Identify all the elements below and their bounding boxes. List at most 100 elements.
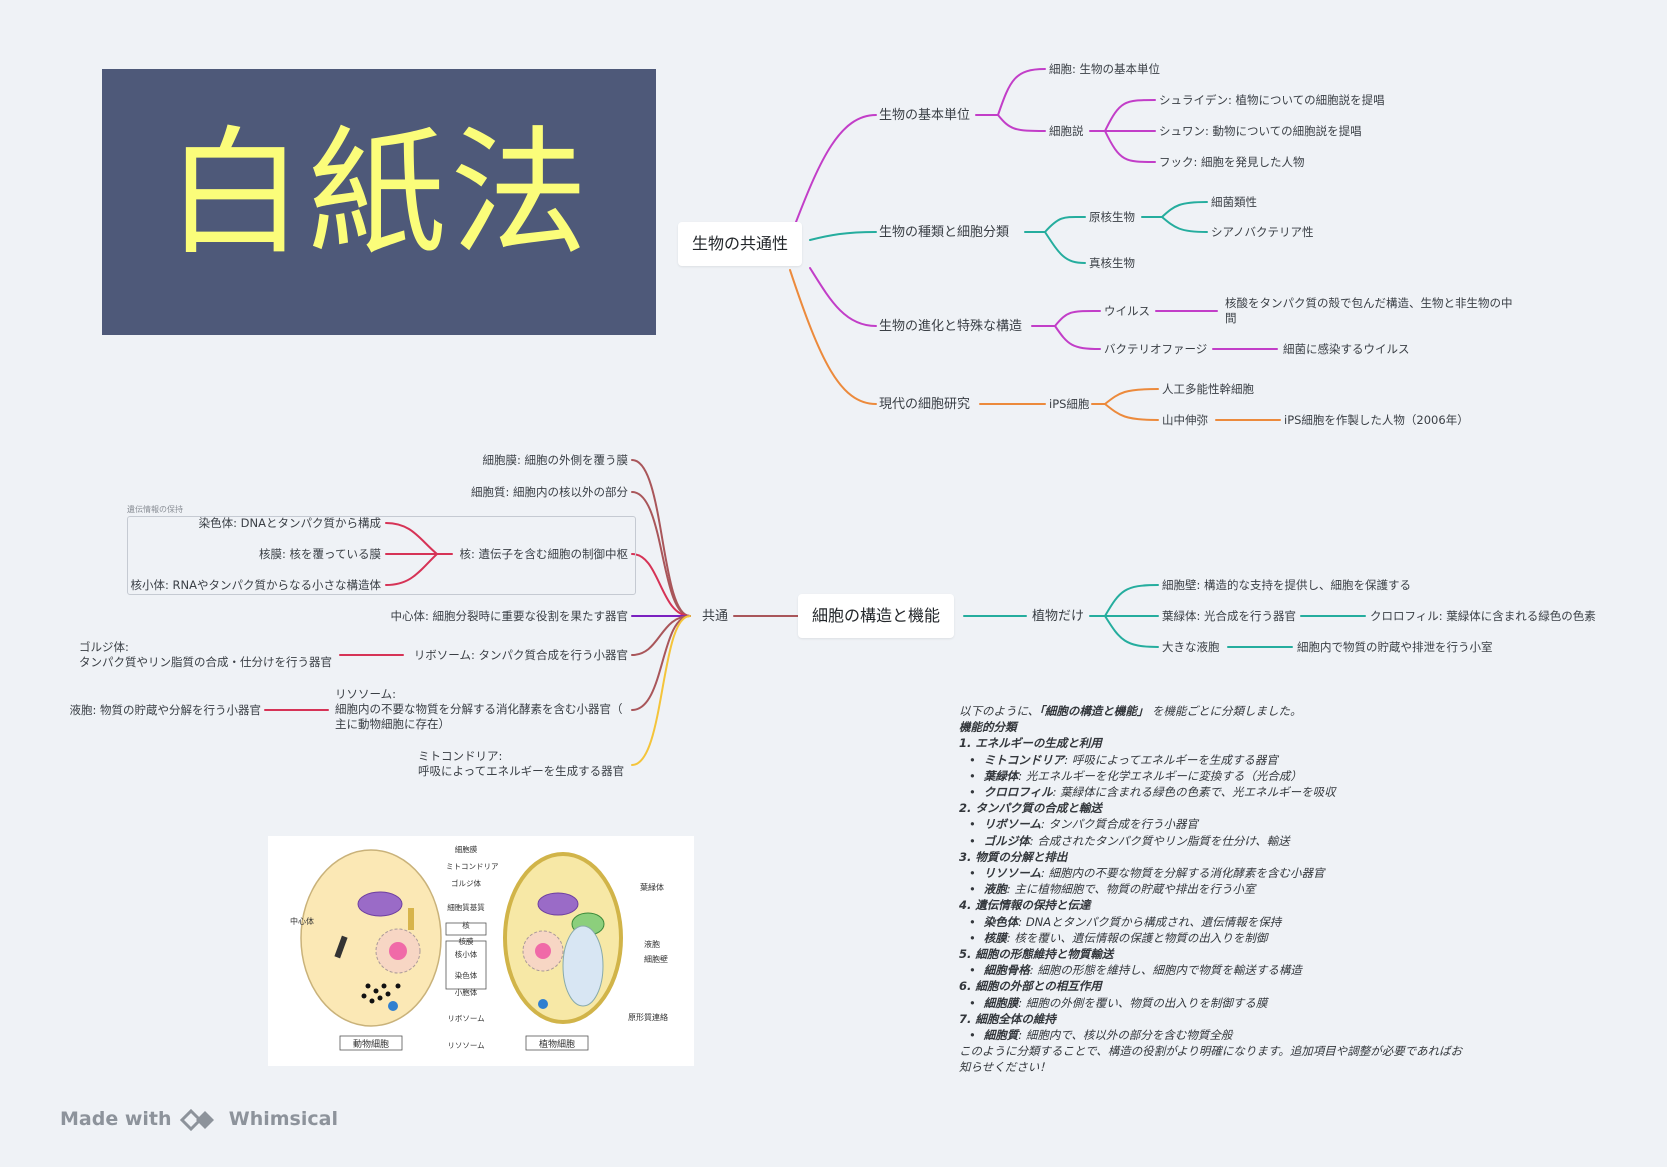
notes-term: 細胞膜 [983,995,1019,1010]
notes-desc: : 核を覆い、遺伝情報の保護と物質の出入りを制御 [1006,930,1268,945]
map2-node-cell-wall[interactable]: 細胞壁: 構造的な支持を提供し、細胞を保護する [1162,578,1412,592]
notes-list-item: 細胞膜: 細胞の外側を覆い、物質の出入りを制御する膜 [959,995,1479,1011]
notes-section-title: 7. 細胞全体の維持 [959,1011,1056,1026]
group-label-genetic-info: 遺伝情報の保持 [127,505,183,514]
map1-node-evolution[interactable]: 生物の進化と特殊な構造 [879,319,1023,334]
map2-node-nuclear-membrane[interactable]: 核膜: 核を覆っている膜 [259,547,381,561]
notes-list-item: 細胞骨格: 細胞の形態を維持し、細胞内で物質を輸送する構造 [959,962,1479,978]
notes-list-item: 核膜: 核を覆い、遺伝情報の保護と物質の出入りを制御 [959,930,1479,946]
map2-node-large-vacuole[interactable]: 大きな液胞 [1162,640,1220,654]
notes-list-item: リボソーム: タンパク質合成を行う小器官 [959,816,1479,832]
caption-animal-cell: 動物細胞 [352,1040,389,1050]
map2-node-cytoplasm[interactable]: 細胞質: 細胞内の核以外の部分 [470,485,628,499]
plant-cell-shape [503,852,623,1024]
animal-cell-shape [300,849,442,1027]
map1-node-cell[interactable]: 細胞: 生物の基本単位 [1049,62,1161,76]
notes-term: 細胞骨格 [983,963,1030,978]
notes-list-item: 細胞質: 細胞内で、核以外の部分を含む物質全般 [959,1027,1479,1043]
label-box-nucleus-group [445,940,487,990]
notes-desc: : 光エネルギーを化学エネルギーに変換する（光合成） [1018,768,1302,783]
map2-node-chromosome[interactable]: 染色体: DNAとタンパク質から構成 [198,516,381,530]
map2-root-node[interactable]: 細胞の構造と機能 [798,594,955,638]
cell-label-center: 核小体 [454,950,478,959]
notes-list-item: 染色体: DNAとタンパク質から構成され、遺伝情報を保持 [959,914,1479,930]
animal-nucleolus-shape [389,942,407,960]
map2-node-large-vacuole-desc[interactable]: 細胞内で物質の貯蔵や排泄を行う小室 [1297,640,1493,654]
plant-mitochondria-shape [537,892,579,916]
map2-node-nucleolus[interactable]: 核小体: RNAやタンパク質からなる小さな構造体 [130,578,382,592]
map2-node-chloroplast[interactable]: 葉緑体: 光合成を行う器官 [1162,609,1297,623]
notes-section-title: 3. 物質の分解と排出 [959,849,1068,864]
cell-label-vacuole: 液胞 [644,940,660,949]
map1-node-cyanobacteria[interactable]: シアノバクテリア性 [1211,225,1314,239]
animal-er-dots [361,983,401,1004]
map1-node-yamanaka[interactable]: 山中伸弥 [1162,413,1208,427]
map1-node-phage[interactable]: バクテリオファージ [1104,342,1208,356]
plant-nucleolus-shape [535,943,551,959]
map1-node-schwann[interactable]: シュワン: 動物についての細胞説を提唱 [1159,124,1362,138]
map2-node-golgi[interactable]: ゴルジ体: タンパク質やリン脂質の合成・仕分けを行う器官 [79,640,332,669]
notes-term: 細胞質 [983,1028,1019,1043]
caption-box-plant [525,1035,589,1051]
notes-list-item: ミトコンドリア: 呼吸によってエネルギーを生成する器官 [959,752,1479,768]
notes-section-title: 1. エネルギーの生成と利用 [959,736,1102,751]
notes-section-title: 2. タンパク質の合成と輸送 [959,801,1102,816]
map1-node-ips[interactable]: iPS細胞 [1049,397,1090,411]
footer-brand-text: Whimsical [228,1108,338,1130]
map1-node-phage-desc[interactable]: 細菌に感染するウイルス [1283,342,1410,356]
notes-list-item: 葉緑体: 光エネルギーを化学エネルギーに変換する（光合成） [959,768,1479,784]
cell-label-center: 細胞膜 [454,845,478,854]
map2-node-lysosome[interactable]: リソソーム: 細胞内の不要な物質を分解する消化酵素を含む小器官（ 主に動物細胞に… [335,687,623,731]
notes-desc: : 合成されたタンパク質やリン脂質を仕分け、輸送 [1029,833,1290,848]
map1-node-bacteria[interactable]: 細菌類性 [1211,195,1257,209]
map2-node-centrosome[interactable]: 中心体: 細胞分裂時に重要な役割を果たす器官 [390,609,628,623]
map1-root-node[interactable]: 生物の共通性 [678,222,803,266]
notes-desc: : 細胞の形態を維持し、細胞内で物質を輸送する構造 [1029,963,1302,978]
map1-node-virus[interactable]: ウイルス [1104,304,1150,318]
map1-node-types[interactable]: 生物の種類と細胞分類 [879,225,1010,240]
map1-node-modern-research[interactable]: 現代の細胞研究 [879,397,971,412]
animal-centrosome-shape [334,935,348,959]
map1-node-yamanaka-desc[interactable]: iPS細胞を作製した人物（2006年） [1284,413,1469,427]
notes-desc: : タンパク質合成を行う小器官 [1040,817,1198,832]
caption-plant-cell: 植物細胞 [538,1040,575,1050]
notes-term: ミトコンドリア [983,752,1065,767]
cell-diagram-figure: 細胞膜ミトコンドリアゴルジ体細胞質基質核核膜核小体染色体小胞体リボソームリソソー… [268,836,694,1066]
map2-node-plant-only[interactable]: 植物だけ [1032,609,1085,624]
footer-made-with-text: Made with [60,1108,172,1130]
notes-intro: 以下のように、「細胞の構造と機能」 を機能ごとに分類しました。 [959,704,1302,718]
notes-desc: : 細胞の外側を覆い、物質の出入りを制御する膜 [1018,995,1268,1010]
cell-label-centrosome: 中心体 [290,917,314,926]
map1-node-basic-unit[interactable]: 生物の基本単位 [879,108,971,123]
map2-node-vacuole[interactable]: 液胞: 物質の貯蔵や分解を行う小器官 [69,703,261,717]
notes-desc: : 呼吸によってエネルギーを生成する器官 [1064,752,1278,767]
map1-node-eukaryote[interactable]: 真核生物 [1089,256,1135,270]
classification-notes: 以下のように、「細胞の構造と機能」 を機能ごとに分類しました。 機能的分類 1.… [959,703,1479,1076]
map1-node-ips-stem[interactable]: 人工多能性幹細胞 [1162,382,1254,396]
map2-node-ribosome[interactable]: リボソーム: タンパク質合成を行う小器官 [413,648,628,662]
map1-node-schleiden[interactable]: シュライデン: 植物についての細胞説を提唱 [1159,93,1385,107]
map1-node-prokaryote[interactable]: 原核生物 [1089,210,1135,224]
cell-label-plasmodesma: 原形質連絡 [628,1013,668,1022]
map2-node-mitochondria[interactable]: ミトコンドリア: 呼吸によってエネルギーを生成する器官 [418,749,625,778]
map2-node-nucleus[interactable]: 核: 遺伝子を含む細胞の制御中枢 [459,547,628,561]
map1-node-virus-desc[interactable]: 核酸をタンパク質の殻で包んだ構造、生物と非生物の中 [1225,296,1513,310]
cell-label-center: 染色体 [454,971,478,980]
notes-term: リソソーム [983,866,1041,881]
notes-term: 葉緑体 [983,768,1019,783]
map1-node-hooke[interactable]: フック: 細胞を発見した人物 [1159,155,1305,169]
plant-lysosome-shape [538,999,548,1009]
cell-label-center: ゴルジ体 [451,879,481,888]
notes-desc: : 細胞内で、核以外の部分を含む物質全般 [1018,1028,1233,1043]
map2-node-cell-membrane[interactable]: 細胞膜: 細胞の外側を覆う膜 [482,453,628,467]
label-box-nucleus-frame [445,922,487,936]
map2-node-common[interactable]: 共通 [702,609,729,624]
title-banner: 白紙法 [102,69,656,335]
cell-label-center: リボソーム [447,1014,485,1023]
footer-made-with[interactable]: Made with Whimsical [60,1108,338,1131]
map2-node-chlorophyll[interactable]: クロロフィル: 葉緑体に含まれる緑色の色素 [1370,609,1596,623]
map1-node-cell-theory[interactable]: 細胞説 [1049,124,1084,138]
notes-list-item: 液胞: 主に植物細胞で、物質の貯蔵や排出を行う小室 [959,881,1479,897]
cell-label-center: 細胞質基質 [447,903,485,912]
notes-list-item: クロロフィル: 葉緑体に含まれる緑色の色素で、光エネルギーを吸収 [959,784,1479,800]
